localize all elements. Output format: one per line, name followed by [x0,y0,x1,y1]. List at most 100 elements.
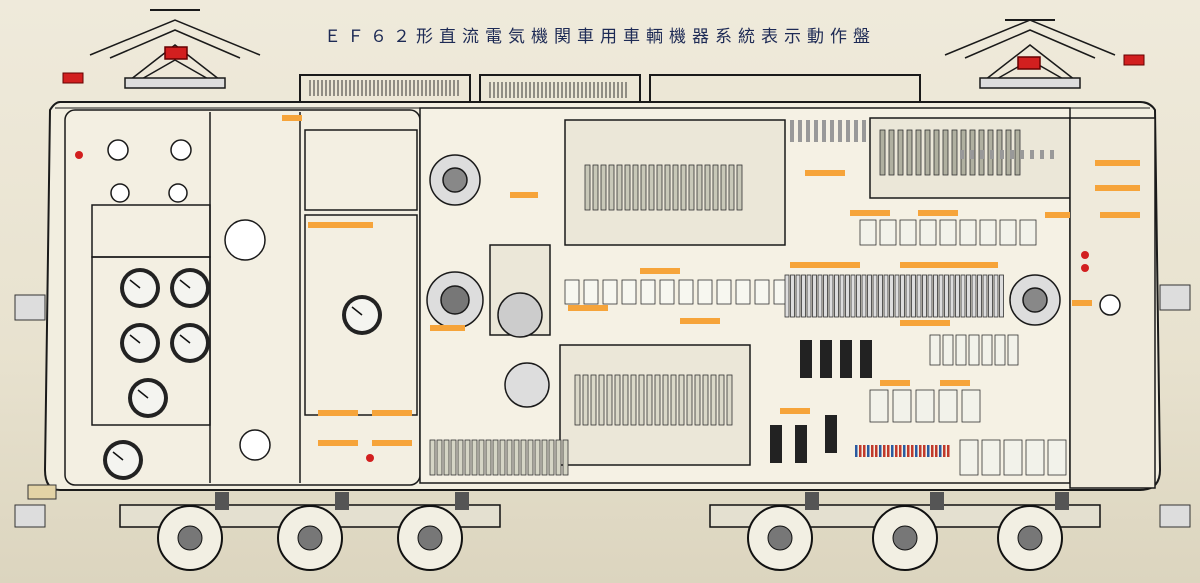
terminal-block [822,120,826,142]
relay-module [959,219,977,246]
orange-tag [308,222,373,228]
relay-module [574,374,581,426]
relay-module [662,374,669,426]
relay-module [632,164,639,211]
terminal-block [1050,150,1054,159]
relay-module [869,389,889,423]
relay-module [942,334,954,366]
indicator-lamp-icon [366,454,374,462]
orange-tag [510,192,538,198]
relay-module [955,334,967,366]
wheel-hub [767,525,793,551]
relay-module [867,274,872,318]
relay-module [828,274,834,318]
relay-module [971,274,977,318]
relay-module [966,274,971,318]
relay-module [942,129,949,176]
terminal-block [790,120,794,142]
led-segment [867,445,870,457]
relay-module [892,389,912,423]
terminal-block [846,120,850,142]
gauge-needle [129,279,141,289]
relay-module [659,279,675,305]
terminal-block [1040,150,1044,159]
relay-module [900,274,905,318]
led-segment [883,445,886,457]
breaker-switch [820,340,832,378]
led-segment [875,445,878,457]
orange-tag [1100,212,1140,218]
relay-module [670,374,677,426]
relay-module [638,374,645,426]
terminal-block [838,120,842,142]
relay-module [949,274,955,318]
relay-module [602,279,618,305]
relay-module [678,279,694,305]
terminal-block [970,150,974,159]
orange-tag [900,262,980,268]
led-segment [943,445,946,457]
orange-tag [640,268,680,274]
relay-module [686,374,693,426]
relay-module [443,439,450,476]
relay-module [982,274,988,318]
spring [930,492,944,510]
relay-module [784,274,790,318]
relay-module [899,219,917,246]
relay-module [927,274,933,318]
relay-module [879,219,897,246]
relay-module [919,219,937,246]
orange-tag [918,210,958,216]
relay-module [492,439,499,476]
relay-module [861,274,867,318]
relay-module [499,439,506,476]
relay-module [688,164,695,211]
relay-module [933,274,938,318]
relay-module [806,274,812,318]
terminal-block [1030,150,1034,159]
led-segment [863,445,866,457]
orange-tag [1045,212,1070,218]
relay-module [959,439,979,476]
led-segment [887,445,890,457]
terminal-block [1020,150,1024,159]
relay-module [712,164,719,211]
wheel-hub [177,525,203,551]
gauge-needle [179,279,191,289]
relay-module [640,279,656,305]
relay-module [845,274,850,318]
led-segment [895,445,898,457]
orange-tag [850,210,890,216]
relay-module [513,439,520,476]
relay-module [718,374,725,426]
spring [805,492,819,510]
couplers [14,284,1191,528]
relay-module [878,274,883,318]
relay-module [555,439,562,476]
relay-module [541,439,548,476]
relay-module [600,164,607,211]
relay-module [592,164,599,211]
relay-module [1025,439,1045,476]
relay-module [981,334,993,366]
relay-module [720,164,727,211]
relay-module [450,439,457,476]
led-segment [903,445,906,457]
relay-module [646,374,653,426]
wheel-hub [892,525,918,551]
relay-module [938,274,944,318]
relay-module [872,274,878,318]
orange-tag [805,170,845,176]
relay-module [614,374,621,426]
relay-module [911,274,916,318]
relay-module [648,164,655,211]
relay-module [939,219,957,246]
led-segment [879,445,882,457]
gauge-needle [179,334,191,344]
led-segment [859,445,862,457]
relay-module [955,274,960,318]
relay-module [429,439,436,476]
relay-module [640,164,647,211]
led-segment [899,445,902,457]
relay-module [859,219,877,246]
